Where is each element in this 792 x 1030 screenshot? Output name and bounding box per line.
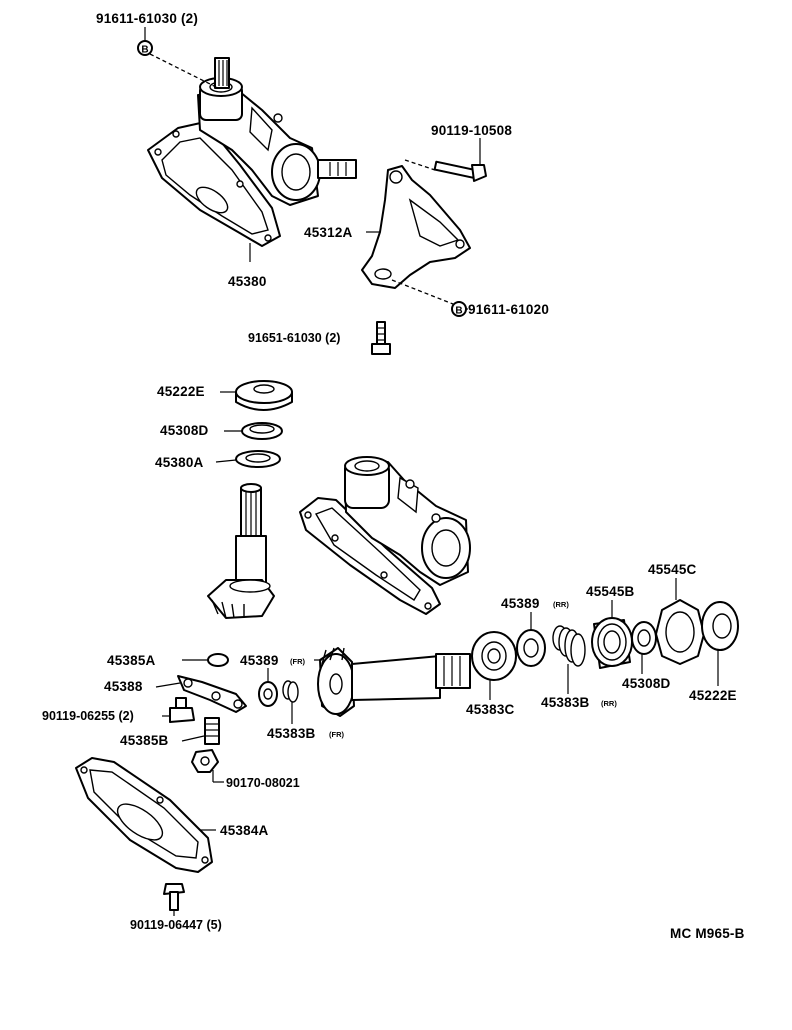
label-45383B-fr-sup: (FR) xyxy=(329,730,344,739)
label-45222E-right: 45222E xyxy=(689,688,737,703)
bolt-90119-06255 xyxy=(169,697,195,723)
label-45383B-fr: 45383B xyxy=(267,726,316,741)
label-90119-10508: 90119-10508 xyxy=(431,123,512,138)
label-90170-08021: 90170-08021 xyxy=(226,776,300,790)
label-45384A: 45384A xyxy=(220,823,269,838)
label-45388: 45388 xyxy=(104,679,143,694)
bracket-45312A xyxy=(361,165,471,289)
gear-housing-body xyxy=(299,456,471,615)
label-91651-61030: 91651-61030 (2) xyxy=(248,331,340,345)
gasket-45380A xyxy=(235,450,281,468)
label-91611-61020: 91611-61020 xyxy=(468,302,549,317)
marker-b-bottom-letter: B xyxy=(455,306,462,317)
label-45389-fr-sup: (FR) xyxy=(290,657,305,666)
label-45380: 45380 xyxy=(228,274,267,289)
nut-90170-08021 xyxy=(191,749,219,773)
diagram-code: MC M965-B xyxy=(670,926,745,941)
plate-45388 xyxy=(177,675,247,713)
label-45385B: 45385B xyxy=(120,733,169,748)
seal-45308D-top xyxy=(241,422,283,440)
spring-45383B-fr xyxy=(282,680,299,703)
cover-45384A xyxy=(75,757,213,873)
label-45383B-rr: 45383B xyxy=(541,695,590,710)
adjusting-screw-45545B xyxy=(591,617,633,669)
part-labels: 91611-61030 (2) 90119-10508 45312A 45380… xyxy=(42,11,745,941)
bearing-race-45389-fr xyxy=(258,681,278,707)
label-45545B: 45545B xyxy=(586,584,635,599)
label-45222E-top: 45222E xyxy=(157,384,205,399)
label-45389-rr: 45389 xyxy=(501,596,540,611)
spring-45383B-rr xyxy=(552,625,586,667)
worm-shaft-bevel-gear xyxy=(317,647,471,717)
oil-seal-cap-45222E-top xyxy=(235,380,293,411)
label-45380A: 45380A xyxy=(155,455,204,470)
marker-b-top-letter: B xyxy=(141,45,148,56)
seal-45308D-right xyxy=(631,621,657,655)
plug-45385A xyxy=(207,653,229,667)
label-45389-rr-sup: (RR) xyxy=(553,600,569,609)
leader-lines xyxy=(144,27,719,916)
label-45383C: 45383C xyxy=(466,702,515,717)
gear-housing-assembly-45380 xyxy=(147,57,357,247)
label-91611-61030: 91611-61030 (2) xyxy=(96,11,198,26)
label-45389-fr: 45389 xyxy=(240,653,279,668)
bearing-race-45389-rr xyxy=(516,629,546,667)
label-45545C: 45545C xyxy=(648,562,697,577)
sector-shaft-gear xyxy=(207,483,275,619)
label-45383B-rr-sup: (RR) xyxy=(601,699,617,708)
lock-nut-45545C xyxy=(655,599,705,665)
label-90119-06447: 90119-06447 (5) xyxy=(130,918,222,932)
label-45308D-top: 45308D xyxy=(160,423,209,438)
bolt-90119-06447 xyxy=(163,883,185,911)
label-45385A: 45385A xyxy=(107,653,156,668)
bolt-90119-10508 xyxy=(404,159,487,182)
marker-b-bottom: B xyxy=(391,279,467,317)
bolt-91651-61030 xyxy=(371,321,391,355)
label-45312A: 45312A xyxy=(304,225,353,240)
oil-seal-cap-45222E-right xyxy=(701,601,739,651)
label-90119-06255: 90119-06255 (2) xyxy=(42,709,134,723)
screw-45385B xyxy=(204,717,220,745)
label-45308D-right: 45308D xyxy=(622,676,671,691)
bearing-45383C xyxy=(471,631,517,681)
